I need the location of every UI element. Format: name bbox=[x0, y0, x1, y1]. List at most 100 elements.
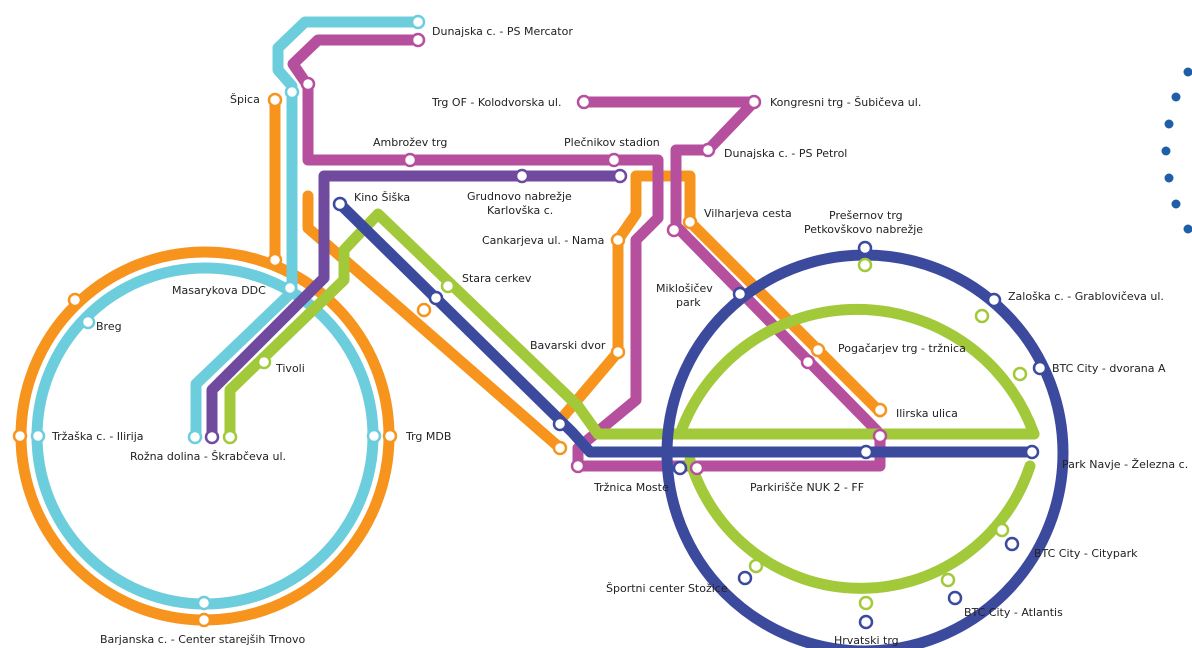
route-magenta-trgof[interactable] bbox=[578, 96, 886, 440]
stop-marker[interactable] bbox=[612, 168, 628, 184]
station-label[interactable]: BTC City - dvorana A bbox=[1052, 362, 1166, 375]
stop-marker[interactable] bbox=[382, 428, 398, 444]
station-label[interactable]: Karlovška c. bbox=[487, 204, 553, 217]
stop-marker[interactable] bbox=[610, 232, 626, 248]
stop-marker[interactable] bbox=[947, 590, 963, 606]
station-label[interactable]: Grudnovo nabrežje bbox=[467, 190, 572, 203]
station-label[interactable]: park bbox=[676, 296, 701, 309]
stop-marker[interactable] bbox=[570, 458, 586, 474]
station-label[interactable]: Ambrožev trg bbox=[373, 136, 447, 149]
stop-marker[interactable] bbox=[737, 570, 753, 586]
stop-marker[interactable] bbox=[746, 94, 762, 110]
stop-marker[interactable] bbox=[986, 292, 1002, 308]
station-label[interactable]: BTC City - Citypark bbox=[1034, 547, 1138, 560]
stop-marker[interactable] bbox=[196, 595, 212, 611]
stop-marker[interactable] bbox=[428, 290, 444, 306]
route-orange-frame[interactable] bbox=[302, 190, 566, 454]
route-green-back-arc-bottom[interactable] bbox=[684, 454, 1036, 594]
station-label[interactable]: BTC City - Atlantis bbox=[964, 606, 1063, 619]
stop-marker[interactable] bbox=[282, 280, 298, 296]
station-label[interactable]: Hrvatski trg bbox=[834, 634, 899, 647]
route-navy-frame[interactable] bbox=[334, 198, 1038, 458]
stop-marker[interactable] bbox=[256, 354, 272, 370]
stop-marker[interactable] bbox=[267, 92, 283, 108]
stop-marker[interactable] bbox=[222, 429, 238, 445]
stop-marker[interactable] bbox=[872, 402, 888, 418]
stop-marker[interactable] bbox=[940, 572, 956, 588]
station-label[interactable]: Miklošičev bbox=[656, 282, 713, 295]
station-label[interactable]: Kino Šiška bbox=[354, 191, 410, 204]
station-label[interactable]: Breg bbox=[96, 320, 122, 333]
stop-marker[interactable] bbox=[284, 84, 300, 100]
station-label[interactable]: Zaloška c. - Grablovičeva ul. bbox=[1008, 290, 1164, 303]
station-label[interactable]: Stara cerkev bbox=[462, 272, 532, 285]
stop-marker[interactable] bbox=[858, 614, 874, 630]
stop-marker[interactable] bbox=[872, 428, 888, 444]
station-label[interactable]: Masarykova DDC bbox=[172, 284, 266, 297]
station-label[interactable]: Dunajska c. - PS Petrol bbox=[724, 147, 847, 160]
stop-marker[interactable] bbox=[810, 342, 826, 358]
station-label[interactable]: Pogačarjev trg - tržnica bbox=[838, 342, 966, 355]
station-label[interactable]: Petkovškovo nabrežje bbox=[804, 223, 923, 236]
station-label[interactable]: Rožna dolina - Škrabčeva ul. bbox=[130, 450, 286, 463]
station-label[interactable]: Prešernov trg bbox=[829, 209, 903, 222]
route-cyan-mercator[interactable] bbox=[190, 16, 424, 442]
stop-marker[interactable] bbox=[974, 308, 990, 324]
stop-marker[interactable] bbox=[1032, 360, 1048, 376]
stop-marker[interactable] bbox=[732, 286, 748, 302]
route-green-back-arc-top[interactable] bbox=[674, 303, 1040, 440]
stop-marker[interactable] bbox=[689, 460, 705, 476]
station-label[interactable]: Vilharjeva cesta bbox=[704, 207, 792, 220]
stop-marker[interactable] bbox=[700, 142, 716, 158]
stop-marker[interactable] bbox=[1024, 444, 1040, 460]
stop-marker[interactable] bbox=[857, 257, 873, 273]
stop-marker[interactable] bbox=[410, 32, 426, 48]
station-label[interactable]: Bavarski dvor bbox=[530, 339, 606, 352]
stop-marker[interactable] bbox=[858, 444, 874, 460]
stop-marker[interactable] bbox=[1012, 366, 1028, 382]
station-label[interactable]: Športni center Stožice bbox=[606, 582, 728, 595]
station-label[interactable]: Barjanska c. - Center starejših Trnovo bbox=[100, 633, 306, 646]
stop-marker[interactable] bbox=[30, 428, 46, 444]
stop-marker[interactable] bbox=[1004, 536, 1020, 552]
stop-marker[interactable] bbox=[300, 76, 316, 92]
stop-marker[interactable] bbox=[80, 314, 96, 330]
stop-marker[interactable] bbox=[267, 252, 283, 268]
stop-marker[interactable] bbox=[666, 222, 682, 238]
station-label[interactable]: Tržnica Moste bbox=[593, 481, 669, 494]
station-label[interactable]: Trg MDB bbox=[405, 430, 451, 443]
station-label[interactable]: Špica bbox=[230, 93, 260, 106]
stop-marker[interactable] bbox=[12, 428, 28, 444]
stop-marker[interactable] bbox=[187, 429, 203, 445]
stop-marker[interactable] bbox=[402, 152, 418, 168]
stop-marker[interactable] bbox=[196, 612, 212, 628]
stop-marker[interactable] bbox=[204, 429, 220, 445]
stop-marker[interactable] bbox=[994, 522, 1010, 538]
stop-marker[interactable] bbox=[610, 344, 626, 360]
route-orange-seattube[interactable] bbox=[556, 346, 624, 424]
station-label[interactable]: Cankarjeva ul. - Nama bbox=[482, 234, 604, 247]
station-label[interactable]: Trg OF - Kolodvorska ul. bbox=[431, 96, 561, 109]
stop-marker[interactable] bbox=[416, 302, 432, 318]
stop-marker[interactable] bbox=[514, 168, 530, 184]
stop-marker[interactable] bbox=[672, 460, 688, 476]
stop-marker[interactable] bbox=[552, 440, 568, 456]
station-label[interactable]: Plečnikov stadion bbox=[564, 136, 660, 149]
station-label[interactable]: Tivoli bbox=[275, 362, 305, 375]
stop-marker[interactable] bbox=[552, 416, 568, 432]
stop-marker[interactable] bbox=[858, 595, 874, 611]
stop-marker[interactable] bbox=[857, 240, 873, 256]
stop-marker[interactable] bbox=[440, 278, 456, 294]
station-label[interactable]: Parkirišče NUK 2 - FF bbox=[750, 481, 864, 494]
station-label[interactable]: Ilirska ulica bbox=[896, 407, 958, 420]
stop-marker[interactable] bbox=[682, 214, 698, 230]
station-label[interactable]: Park Navje - Železna c. bbox=[1062, 458, 1188, 471]
stop-marker[interactable] bbox=[748, 558, 764, 574]
stop-marker[interactable] bbox=[410, 14, 426, 30]
route-purple[interactable] bbox=[206, 170, 626, 442]
stop-marker[interactable] bbox=[67, 292, 83, 308]
stop-marker[interactable] bbox=[606, 152, 622, 168]
station-label[interactable]: Tržaška c. - Ilirija bbox=[51, 430, 144, 443]
station-label[interactable]: Dunajska c. - PS Mercator bbox=[432, 25, 573, 38]
stop-marker[interactable] bbox=[366, 428, 382, 444]
